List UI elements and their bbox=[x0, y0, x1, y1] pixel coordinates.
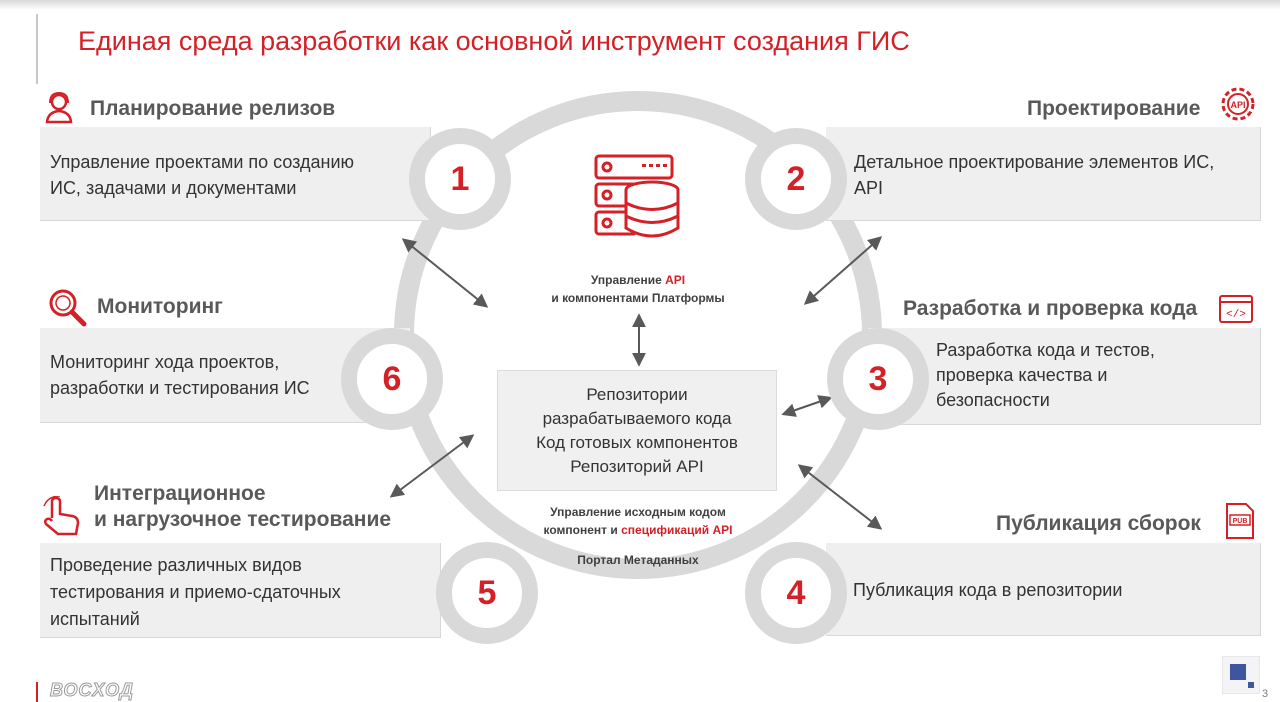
step3-badge: 3 bbox=[827, 328, 929, 430]
step6-heading: Мониторинг bbox=[97, 295, 223, 318]
repository-box: Репозитории разрабатываемого кода Код го… bbox=[497, 370, 777, 491]
source-line1: Управление исходным кодом bbox=[550, 505, 726, 519]
touch-hand-icon bbox=[38, 495, 84, 541]
step2-badge: 2 bbox=[745, 128, 847, 230]
repo-line: Репозитории bbox=[586, 384, 688, 404]
page-icon bbox=[1221, 655, 1261, 699]
arrow-step5 bbox=[389, 434, 475, 498]
step3-line: безопасности bbox=[936, 390, 1050, 410]
portal-label: Портал Метаданных bbox=[577, 553, 699, 567]
step5-line: Проведение различных видов bbox=[50, 555, 302, 575]
step6-badge: 6 bbox=[341, 328, 443, 430]
pub-file-icon: PUB bbox=[1224, 502, 1256, 545]
repo-line: разрабатываемого кода bbox=[542, 408, 732, 428]
step1-line: Управление проектами по созданию bbox=[50, 152, 355, 172]
api-icon-label: API bbox=[1230, 100, 1245, 110]
code-icon-label: </> bbox=[1226, 309, 1246, 321]
step6-line: Мониторинг хода проектов, bbox=[50, 352, 280, 372]
step1-badge: 1 bbox=[409, 128, 511, 230]
title-divider bbox=[36, 14, 38, 84]
repo-line: Репозиторий API bbox=[570, 456, 704, 476]
api-gear-icon: API bbox=[1218, 84, 1258, 129]
source-line2-highlight: спецификаций API bbox=[621, 523, 733, 537]
step1-box: Управление проектами по созданию ИС, зад… bbox=[40, 127, 431, 221]
step5-heading-line: и нагрузочное тестирование bbox=[94, 508, 392, 531]
arrow-step1 bbox=[401, 238, 489, 308]
page-number: 3 bbox=[1262, 688, 1269, 700]
step3-box: Разработка кода и тестов, проверка качес… bbox=[868, 328, 1261, 425]
company-logo: ВОСХОД bbox=[50, 680, 134, 701]
headset-person-icon bbox=[42, 90, 76, 129]
step4-heading: Публикация сборок bbox=[996, 512, 1201, 535]
pub-icon-label: PUB bbox=[1233, 518, 1248, 525]
step2-line: API bbox=[854, 178, 884, 198]
step5-line: испытаний bbox=[50, 609, 140, 629]
step5-line: тестирования и приемо-сдаточных bbox=[50, 582, 341, 602]
slide-title: Единая среда разработки как основной инс… bbox=[78, 26, 910, 56]
step5-heading-line: Интеграционное bbox=[94, 482, 266, 505]
step2-heading: Проектирование bbox=[1027, 97, 1201, 120]
footer-divider bbox=[36, 682, 38, 702]
step4-box: Публикация кода в репозитории bbox=[826, 543, 1261, 636]
step3-heading: Разработка и проверка кода bbox=[903, 297, 1198, 320]
step1-line: ИС, задачами и документами bbox=[50, 178, 297, 198]
source-management-label: Управление исходным кодом компонент и сп… bbox=[500, 503, 776, 539]
step1-heading: Планирование релизов bbox=[90, 97, 336, 120]
arrow-step4 bbox=[797, 464, 883, 530]
source-line2-prefix: компонент и bbox=[543, 523, 622, 537]
api-label-prefix: Управление bbox=[590, 273, 666, 287]
repo-line: Код готовых компонентов bbox=[536, 432, 738, 452]
magnifier-icon bbox=[46, 286, 88, 333]
code-window-icon: </> bbox=[1218, 294, 1254, 329]
step3-line: Разработка кода и тестов, bbox=[936, 340, 1155, 360]
api-label-line2: и компонентами Платформы bbox=[551, 291, 725, 305]
top-bar bbox=[0, 0, 1280, 10]
arrow-step2 bbox=[803, 236, 883, 305]
api-label-highlight: API bbox=[665, 273, 686, 287]
step4-line: Публикация кода в репозитории bbox=[853, 580, 1123, 600]
step2-line: Детальное проектирование элементов ИС, bbox=[854, 152, 1215, 172]
step3-line: проверка качества и bbox=[936, 365, 1108, 385]
database-server-icon bbox=[592, 152, 684, 245]
step2-box: Детальное проектирование элементов ИС, A… bbox=[826, 127, 1261, 221]
api-management-label: Управление API и компонентами Платформы bbox=[510, 271, 766, 307]
arrow-step3 bbox=[781, 395, 833, 417]
step5-box: Проведение различных видов тестирования … bbox=[40, 543, 441, 638]
step5-heading: Интеграционное и нагрузочное тестировани… bbox=[94, 481, 391, 533]
step6-line: разработки и тестирования ИС bbox=[50, 378, 310, 398]
